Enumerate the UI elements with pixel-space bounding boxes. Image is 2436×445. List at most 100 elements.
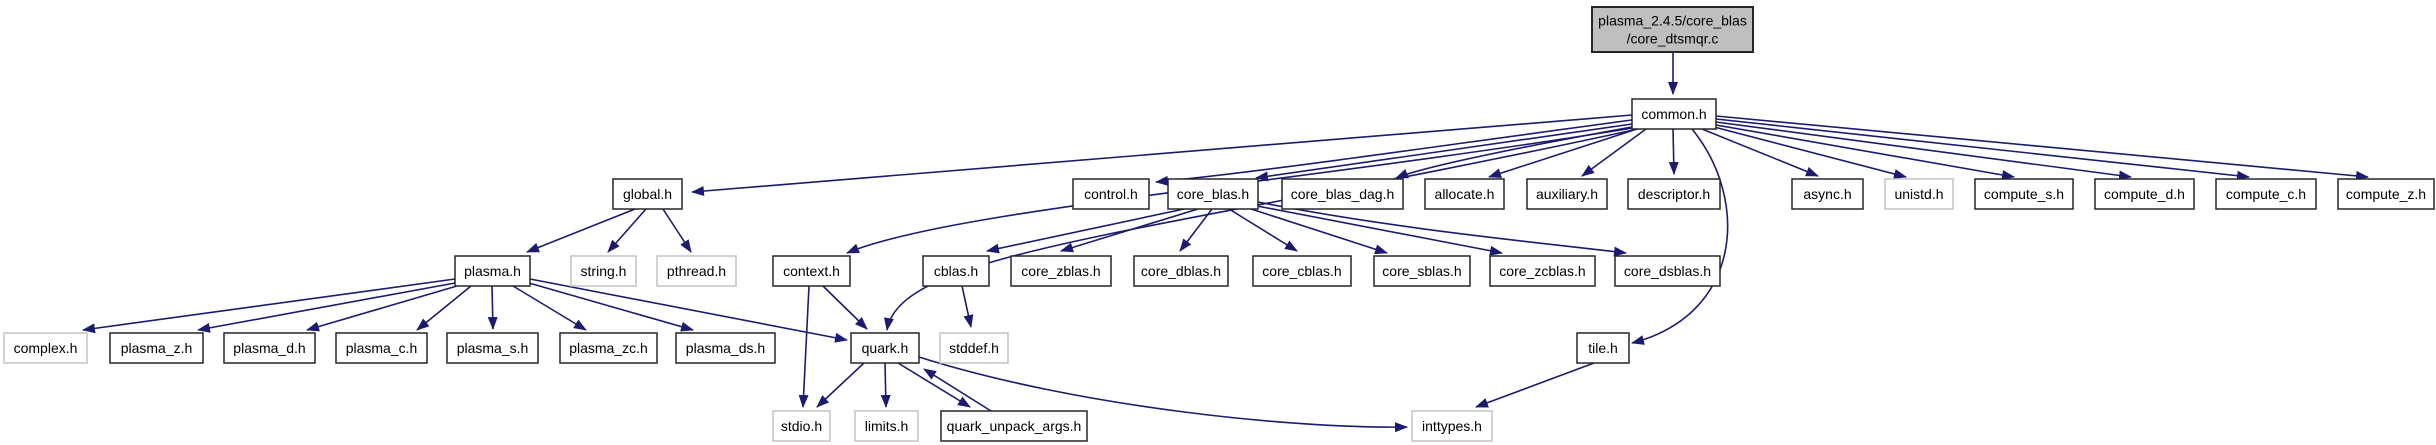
node-context[interactable]: context.h xyxy=(772,255,851,287)
node-box-stddef xyxy=(939,332,1009,364)
node-box-core_zcblas[interactable] xyxy=(1489,255,1596,287)
node-box-core_zblas[interactable] xyxy=(1010,255,1112,287)
node-async[interactable]: async.h xyxy=(1791,178,1864,210)
node-box-plasma_z[interactable] xyxy=(109,332,204,364)
node-plasma_z[interactable]: plasma_z.h xyxy=(109,332,204,364)
node-core_dblas[interactable]: core_dblas.h xyxy=(1133,255,1229,287)
node-descriptor[interactable]: descriptor.h xyxy=(1627,178,1721,210)
node-label-compute_z: compute_z.h xyxy=(2346,186,2426,202)
node-box-global[interactable] xyxy=(612,178,683,210)
node-control[interactable]: control.h xyxy=(1072,178,1150,210)
node-box-context[interactable] xyxy=(772,255,851,287)
node-label-plasma_z: plasma_z.h xyxy=(121,340,193,356)
node-plasma_ds[interactable]: plasma_ds.h xyxy=(675,332,776,364)
node-compute_z[interactable]: compute_z.h xyxy=(2337,178,2435,210)
node-core_dsblas[interactable]: core_dsblas.h xyxy=(1614,255,1721,287)
node-box-core_dsblas[interactable] xyxy=(1614,255,1721,287)
node-label-compute_c: compute_c.h xyxy=(2226,186,2306,202)
edge-core_blas-to-core_zblas xyxy=(1060,208,1199,253)
node-box-compute_c[interactable] xyxy=(2215,178,2317,210)
node-quark_unpack_args[interactable]: quark_unpack_args.h xyxy=(940,410,1088,442)
node-box-tile[interactable] xyxy=(1576,332,1630,364)
node-core_sblas[interactable]: core_sblas.h xyxy=(1373,255,1471,287)
node-core_blas[interactable]: core_blas.h xyxy=(1167,178,1259,210)
node-core_zblas[interactable]: core_zblas.h xyxy=(1010,255,1112,287)
node-box-compute_z[interactable] xyxy=(2337,178,2435,210)
node-box-plasma[interactable] xyxy=(454,255,531,287)
edge-common-to-compute_d xyxy=(1715,121,2132,181)
node-label-pthread: pthread.h xyxy=(667,263,726,279)
edge-quark_unpack_args-to-quark xyxy=(923,368,992,412)
node-core_cblas[interactable]: core_cblas.h xyxy=(1252,255,1352,287)
node-box-compute_s[interactable] xyxy=(1974,178,2074,210)
edge-core_blas-to-core_sblas xyxy=(1250,208,1388,255)
node-box-allocate[interactable] xyxy=(1424,178,1505,210)
node-label-core_dblas: core_dblas.h xyxy=(1141,263,1221,279)
edge-quark-to-quark_unpack_args xyxy=(897,362,971,408)
node-box-control[interactable] xyxy=(1072,178,1150,210)
node-tile[interactable]: tile.h xyxy=(1576,332,1630,364)
node-common[interactable]: common.h xyxy=(1631,98,1717,130)
edge-common-to-unistd xyxy=(1713,126,1907,179)
node-plasma_zc[interactable]: plasma_zc.h xyxy=(559,332,658,364)
node-core_blas_dag[interactable]: core_blas_dag.h xyxy=(1281,178,1404,210)
node-label-limits: limits.h xyxy=(865,418,909,434)
node-box-core_blas[interactable] xyxy=(1167,178,1259,210)
edge-tile-to-inttypes xyxy=(1475,362,1595,408)
node-global[interactable]: global.h xyxy=(612,178,683,210)
node-box-complex xyxy=(3,332,88,364)
node-box-core_cblas[interactable] xyxy=(1252,255,1352,287)
node-plasma[interactable]: plasma.h xyxy=(454,255,531,287)
node-label-core_dsblas: core_dsblas.h xyxy=(1624,263,1711,279)
node-label-plasma: plasma.h xyxy=(464,263,521,279)
node-plasma_d[interactable]: plasma_d.h xyxy=(223,332,316,364)
node-label-compute_s: compute_s.h xyxy=(1984,186,2064,202)
node-label-inttypes: inttypes.h xyxy=(1422,418,1482,434)
node-box-quark_unpack_args[interactable] xyxy=(940,410,1088,442)
node-box-async[interactable] xyxy=(1791,178,1864,210)
node-box-plasma_d[interactable] xyxy=(223,332,316,364)
node-stddef: stddef.h xyxy=(939,332,1009,364)
node-stdio: stdio.h xyxy=(772,410,831,442)
node-compute_d[interactable]: compute_d.h xyxy=(2094,178,2195,210)
edge-common-to-allocate xyxy=(1488,129,1635,179)
node-label-plasma_s: plasma_s.h xyxy=(457,340,529,356)
node-box-plasma_c[interactable] xyxy=(335,332,428,364)
node-label-quark_unpack_args: quark_unpack_args.h xyxy=(947,418,1082,434)
node-cblas[interactable]: cblas.h xyxy=(922,255,990,287)
edge-common-to-compute_z xyxy=(1715,115,2369,181)
edge-plasma-to-complex xyxy=(82,278,456,334)
edge-global-to-string xyxy=(607,208,647,253)
node-label-unistd: unistd.h xyxy=(1894,186,1943,202)
node-box-plasma_ds[interactable] xyxy=(675,332,776,364)
node-box-core_dblas[interactable] xyxy=(1133,255,1229,287)
node-plasma_s[interactable]: plasma_s.h xyxy=(446,332,539,364)
node-label-quark: quark.h xyxy=(862,340,909,356)
node-box-unistd xyxy=(1884,178,1954,210)
node-compute_s[interactable]: compute_s.h xyxy=(1974,178,2074,210)
node-box-core_sblas[interactable] xyxy=(1373,255,1471,287)
node-box-plasma_zc[interactable] xyxy=(559,332,658,364)
node-plasma_c[interactable]: plasma_c.h xyxy=(335,332,428,364)
node-allocate[interactable]: allocate.h xyxy=(1424,178,1505,210)
node-box-descriptor[interactable] xyxy=(1627,178,1721,210)
node-box-cblas[interactable] xyxy=(922,255,990,287)
node-label-cblas: cblas.h xyxy=(934,263,978,279)
node-auxiliary[interactable]: auxiliary.h xyxy=(1526,178,1608,210)
node-unistd: unistd.h xyxy=(1884,178,1954,210)
node-box-auxiliary[interactable] xyxy=(1526,178,1608,210)
node-box-common[interactable] xyxy=(1631,98,1717,130)
node-core_zcblas[interactable]: core_zcblas.h xyxy=(1489,255,1596,287)
node-label-plasma_zc: plasma_zc.h xyxy=(569,340,648,356)
node-compute_c[interactable]: compute_c.h xyxy=(2215,178,2317,210)
node-box-core_blas_dag[interactable] xyxy=(1281,178,1404,210)
node-label-core_blas: core_blas.h xyxy=(1177,186,1249,202)
edge-common-to-descriptor xyxy=(1668,128,1679,175)
node-box-quark[interactable] xyxy=(850,332,920,364)
node-box-compute_d[interactable] xyxy=(2094,178,2195,210)
node-box-plasma_s[interactable] xyxy=(446,332,539,364)
node-limits: limits.h xyxy=(854,410,919,442)
node-quark[interactable]: quark.h xyxy=(850,332,920,364)
node-inttypes: inttypes.h xyxy=(1411,410,1493,442)
node-label-plasma_d: plasma_d.h xyxy=(233,340,305,356)
